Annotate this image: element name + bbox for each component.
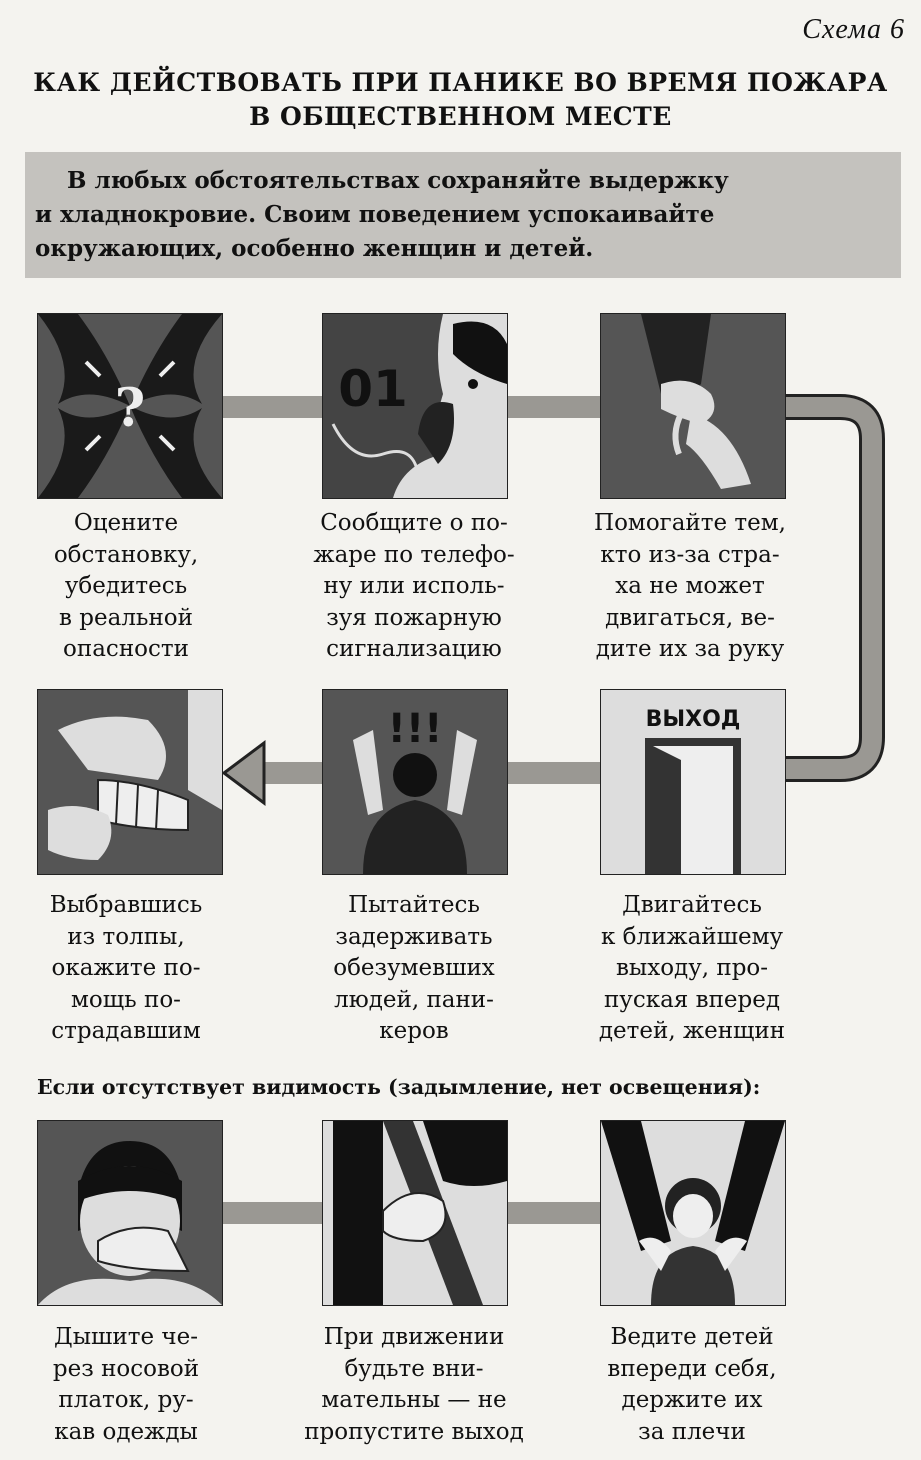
caption-line: пропустите выход: [304, 1418, 524, 1445]
caption-line: людей, пани-: [334, 986, 494, 1013]
caption-line: обстановку,: [53, 541, 199, 568]
connector-6-5: [504, 762, 604, 784]
caption-line: держите их: [621, 1387, 763, 1413]
caption-line: платок, ру-: [58, 1387, 194, 1413]
caption-line: кав одежды: [54, 1418, 198, 1445]
caption-line: убедитесь: [64, 573, 188, 599]
caption-line: опасности: [63, 636, 189, 662]
caption-line: Дышите че-: [54, 1324, 198, 1350]
caption-line: ха не может: [615, 573, 765, 599]
step-3-caption: Помогайте тем, кто из-за стра- ха не мож…: [560, 508, 820, 666]
loop-connector: [780, 394, 885, 782]
connector-5-4: [256, 762, 326, 784]
caption-line: к ближайшему: [600, 923, 784, 950]
step-6-illustration: ВЫХОД: [600, 689, 786, 875]
caption-line: Двигайтесь: [622, 892, 762, 918]
step-8-caption: При движении будьте вни- мательны — не п…: [284, 1322, 544, 1448]
step-5-caption: Пытайтесь задерживать обезумевших людей,…: [284, 890, 544, 1048]
step-2-caption: Сообщите о по- жаре по телефо- ну или ис…: [284, 508, 544, 666]
intro-line-3: окружающих, особенно женщин и детей.: [35, 235, 594, 262]
exit-sign: ВЫХОД: [646, 707, 741, 732]
intro-line-1: В любых обстоятельствах сохраняйте выдер…: [67, 167, 729, 194]
bandage-hands-icon: [38, 690, 222, 874]
caption-line: сигнализацию: [326, 636, 502, 662]
caption-line: из толпы,: [67, 923, 185, 950]
step-9-caption: Ведите детей впереди себя, держите их за…: [562, 1322, 822, 1448]
caption-line: Пытайтесь: [348, 892, 480, 918]
caption-line: Сообщите о по-: [320, 510, 508, 536]
step-6-caption: Двигайтесь к ближайшему выходу, про- пус…: [562, 890, 822, 1048]
page-title: КАК ДЕЙСТВОВАТЬ ПРИ ПАНИКЕ ВО ВРЕМЯ ПОЖА…: [0, 66, 921, 134]
connector-7-8: [222, 1202, 324, 1224]
phone-number-sign: 01: [338, 360, 408, 418]
intro-line-2: и хладнокровие. Своим поведением успокаи…: [35, 201, 715, 228]
connector-1-2: [222, 396, 324, 418]
caption-line: мощь по-: [71, 986, 181, 1013]
caption-line: за плечи: [638, 1418, 746, 1445]
step-1-illustration: ?: [37, 313, 223, 499]
caption-line: ну или исполь-: [323, 573, 505, 599]
caption-line: впереди себя,: [607, 1355, 777, 1382]
caption-line: окажите по-: [51, 955, 201, 981]
caption-line: жаре по телефо-: [313, 541, 515, 568]
caption-line: Ведите детей: [610, 1324, 774, 1350]
guide-child-icon: [601, 1121, 785, 1305]
caption-line: рез носовой: [52, 1355, 200, 1382]
caption-line: керов: [379, 1018, 449, 1044]
caption-line: пуская вперед: [603, 986, 781, 1013]
title-line-2: В ОБЩЕСТВЕННОМ МЕСТЕ: [249, 102, 672, 131]
connector-8-9: [504, 1202, 604, 1224]
arrow-left-icon: [222, 740, 266, 806]
exit-door-icon: ВЫХОД: [601, 690, 785, 874]
step-4-caption: Выбравшись из толпы, окажите по- мощь по…: [0, 890, 256, 1048]
step-8-illustration: [322, 1120, 508, 1306]
step-7-caption: Дышите че- рез носовой платок, ру- кав о…: [0, 1322, 256, 1448]
step-5-illustration: !!!: [322, 689, 508, 875]
caption-line: При движении: [323, 1324, 505, 1350]
caption-line: детей, женщин: [598, 1018, 786, 1044]
caption-line: обезумевших: [333, 955, 495, 981]
caption-line: в реальной: [59, 604, 193, 631]
caption-line: зуя пожарную: [326, 604, 502, 631]
helping-hand-icon: [601, 314, 785, 498]
title-line-1: КАК ДЕЙСТВОВАТЬ ПРИ ПАНИКЕ ВО ВРЕМЯ ПОЖА…: [33, 68, 888, 97]
caption-line: Выбравшись: [49, 892, 203, 918]
caption-line: дите их за руку: [595, 636, 785, 662]
caption-line: Оцените: [73, 510, 179, 536]
step-1-caption: Оцените обстановку, убедитесь в реальной…: [0, 508, 256, 666]
step-3-illustration: [600, 313, 786, 499]
connector-2-3: [504, 396, 604, 418]
caption-line: мательны — не: [321, 1387, 507, 1413]
caption-line: страдавшим: [51, 1018, 201, 1044]
alarm-person-icon: !!!: [323, 690, 507, 874]
alarm-sign: !!!: [388, 706, 443, 752]
svg-text:?: ?: [115, 378, 145, 439]
eye-question-icon: ?: [38, 314, 222, 498]
cover-mouth-icon: [38, 1121, 222, 1305]
caption-line: двигаться, ве-: [605, 604, 775, 631]
caption-line: задерживать: [335, 923, 493, 950]
phone-call-icon: 01: [323, 314, 507, 498]
step-2-illustration: 01: [322, 313, 508, 499]
step-7-illustration: [37, 1120, 223, 1306]
scheme-label: Схема 6: [802, 14, 905, 45]
caption-line: будьте вни-: [344, 1355, 484, 1382]
intro-banner: В любых обстоятельствах сохраняйте выдер…: [25, 152, 901, 278]
caption-line: выходу, про-: [615, 955, 769, 981]
step-4-illustration: [37, 689, 223, 875]
low-visibility-heading: Если отсутствует видимость (задымление, …: [37, 1075, 761, 1099]
step-9-illustration: [600, 1120, 786, 1306]
caption-line: Помогайте тем,: [594, 510, 786, 536]
caption-line: кто из-за стра-: [600, 541, 780, 568]
hand-on-wall-icon: [323, 1121, 507, 1305]
